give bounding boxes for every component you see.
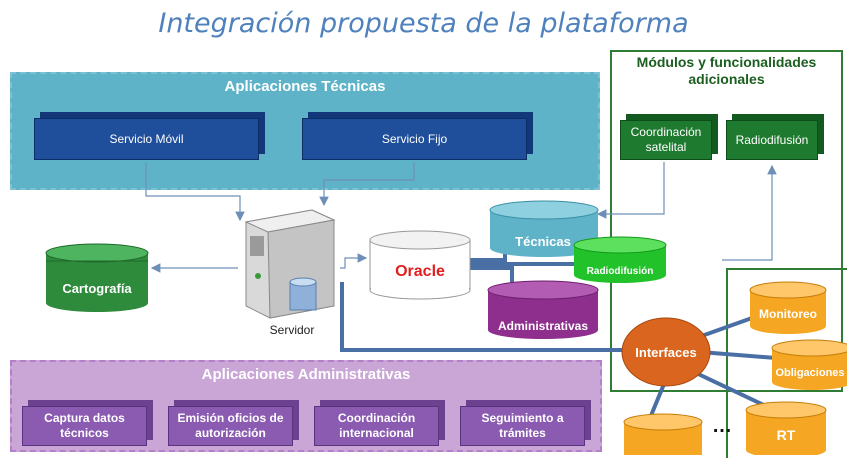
emision-oficios-box: Emisión oficios de autorización xyxy=(168,406,293,446)
servidor-label: Servidor xyxy=(270,323,315,337)
administrativas-db-label: Administrativas xyxy=(498,319,588,333)
coordinacion-satelital-box: Coordinación satelital xyxy=(620,120,712,160)
obligaciones-label: Obligaciones xyxy=(775,367,844,379)
oracle-label: Oracle xyxy=(395,263,445,280)
servicio-fijo-box: Servicio Fijo xyxy=(302,118,527,160)
extra-db xyxy=(623,413,703,455)
interfaces-panel xyxy=(726,268,847,458)
seguimiento-tramites-box: Seguimiento a trámites xyxy=(460,406,585,446)
modulos-panel-title: Módulos y funcionalidades adicionales xyxy=(636,54,817,87)
obligaciones-db xyxy=(771,339,847,390)
tecnicas-db-label: Técnicas xyxy=(515,234,571,249)
administrativas-db xyxy=(487,280,599,339)
interfaces-label: Interfaces xyxy=(635,345,696,360)
coordinacion-internacional-box: Coordinación internacional xyxy=(314,406,439,446)
rt-label: RT xyxy=(777,427,796,443)
ellipsis-label: … xyxy=(712,415,732,437)
interfaces-node xyxy=(621,317,711,387)
radiodifusion-db-label: Radiodifusión xyxy=(587,266,654,277)
page-title: Integración propuesta de la plataforma xyxy=(158,8,689,39)
radiodifusion-module-box: Radiodifusión xyxy=(726,120,818,160)
monitoreo-db xyxy=(749,281,827,334)
cartografia-label: Cartografía xyxy=(62,281,132,296)
administrativas-panel-title: Aplicaciones Administrativas xyxy=(201,366,411,383)
server-icon xyxy=(244,209,336,319)
tecnicas-panel-title: Aplicaciones Técnicas xyxy=(224,78,386,95)
radiodifusion-db xyxy=(573,236,667,283)
captura-datos-box: Captura datos técnicos xyxy=(22,406,147,446)
cartografia-db xyxy=(45,243,149,312)
monitoreo-label: Monitoreo xyxy=(759,307,817,321)
servicio-movil-box: Servicio Móvil xyxy=(34,118,259,160)
connectors xyxy=(145,162,777,273)
oracle-db xyxy=(369,230,471,300)
rt-db xyxy=(745,401,827,455)
